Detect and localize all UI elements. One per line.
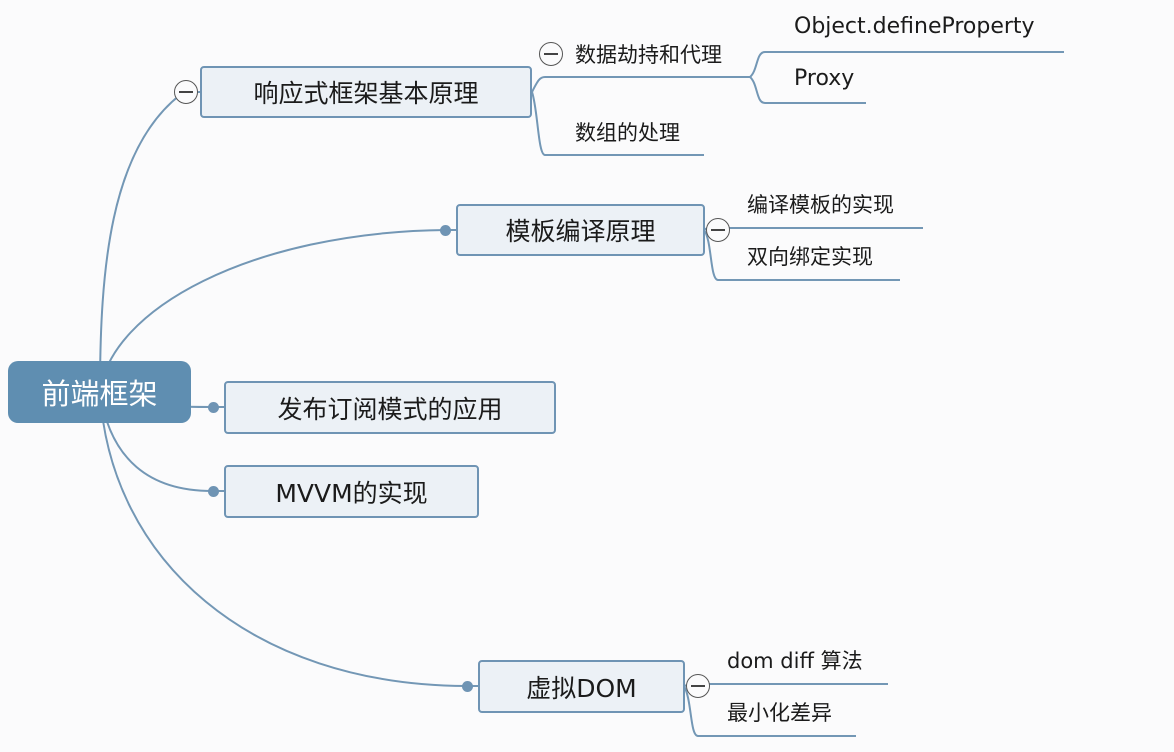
node-minimize-difference[interactable]: 最小化差异 xyxy=(727,701,832,725)
node-virtual-dom[interactable]: 虚拟DOM xyxy=(478,660,685,713)
node-reactive-principles[interactable]: 响应式框架基本原理 xyxy=(200,66,532,118)
connector-template-compile xyxy=(703,226,923,231)
collapse-proxy-icon[interactable] xyxy=(539,42,563,66)
node-two-way-binding-impl[interactable]: 双向绑定实现 xyxy=(747,245,873,269)
expand-vdom-dot[interactable] xyxy=(462,681,473,692)
collapse-template-icon[interactable] xyxy=(706,218,730,242)
collapse-vdom-icon[interactable] xyxy=(686,674,710,698)
node-object-defineproperty[interactable]: Object.defineProperty xyxy=(794,14,1035,39)
connector-proxy-defprop xyxy=(749,51,1064,78)
node-mvvm-impl[interactable]: MVVM的实现 xyxy=(224,465,479,518)
connector-proxy-proxy xyxy=(749,76,866,104)
root-node[interactable]: 前端框架 xyxy=(8,361,191,423)
connector-root-template xyxy=(99,229,456,393)
connector-vdom-minimize xyxy=(683,685,856,737)
connector-root-vdom xyxy=(99,391,478,687)
node-proxy[interactable]: Proxy xyxy=(794,66,855,91)
node-dom-diff[interactable]: dom diff 算法 xyxy=(727,649,863,673)
node-array-handling[interactable]: 数组的处理 xyxy=(575,121,680,145)
connector-vdom-diff xyxy=(683,683,888,687)
expand-template-dot[interactable] xyxy=(440,225,451,236)
node-data-hijack-proxy[interactable]: 数据劫持和代理 xyxy=(575,43,722,67)
node-template-compile-principles[interactable]: 模板编译原理 xyxy=(456,204,705,256)
node-compile-template-impl[interactable]: 编译模板的实现 xyxy=(747,193,894,217)
connector-reactive-proxy xyxy=(531,76,750,93)
connector-reactive-array xyxy=(531,91,704,156)
node-pubsub-application[interactable]: 发布订阅模式的应用 xyxy=(224,381,556,434)
expand-mvvm-dot[interactable] xyxy=(208,486,219,497)
expand-pubsub-dot[interactable] xyxy=(208,402,219,413)
connector-root-reactive xyxy=(99,91,201,393)
collapse-reactive-icon[interactable] xyxy=(174,80,198,104)
